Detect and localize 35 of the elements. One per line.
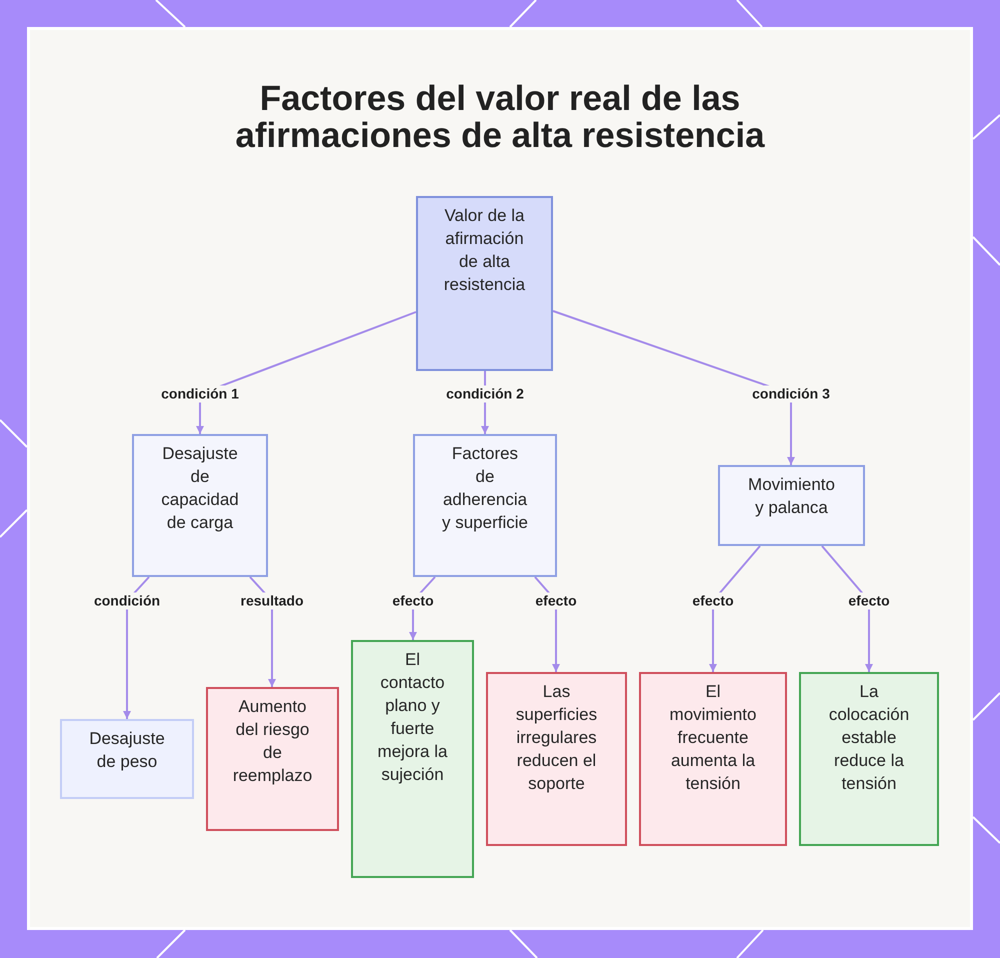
edge-label: efecto <box>533 592 579 610</box>
edge-label: condición <box>92 592 162 610</box>
box-text: Factores de adherencia y superficie <box>442 443 528 534</box>
edge-label: condición 1 <box>159 386 241 402</box>
outcome-box <box>486 672 627 846</box>
connector <box>123 576 150 719</box>
box-text: La colocación estable reduce la tensión <box>828 681 910 795</box>
box-text: Las superficies irregulares reducen el soporte <box>514 681 598 795</box>
edge-label: condición 2 <box>444 386 526 402</box>
box-text: Valor de la afirmación de alta resistencia <box>442 205 526 296</box>
box-text: El movimiento frecuente aumenta la tensión <box>668 681 758 795</box>
box-text: Desajuste de capacidad de carga <box>160 443 240 534</box>
connector <box>821 545 873 672</box>
box-text: Aumento del riesgo de reemplazo <box>232 696 314 787</box>
category-box <box>413 434 557 577</box>
connector <box>552 310 795 465</box>
connector <box>196 311 416 434</box>
outcome-box <box>60 719 194 799</box>
category-box <box>132 434 268 577</box>
box-text: Movimiento y palanca <box>747 474 836 519</box>
edge-label: resultado <box>238 592 306 610</box>
connector <box>709 545 761 672</box>
box-text: El contacto plano y fuerte mejora la sujeción <box>376 649 448 786</box>
outcome-box <box>206 687 339 831</box>
category-box <box>718 465 865 546</box>
edge-label: efecto <box>846 592 892 610</box>
root-box <box>416 196 553 371</box>
outcome-box <box>351 640 474 878</box>
box-text: Desajuste de peso <box>88 728 166 773</box>
edge-label: condición 3 <box>750 386 832 402</box>
diagram-title: Factores del valor real de las afirmaciones de alta resistencia <box>234 80 766 154</box>
edge-label: efecto <box>690 592 736 610</box>
edge-label: efecto <box>390 592 436 610</box>
outcome-box <box>639 672 787 846</box>
outcome-box <box>799 672 939 846</box>
